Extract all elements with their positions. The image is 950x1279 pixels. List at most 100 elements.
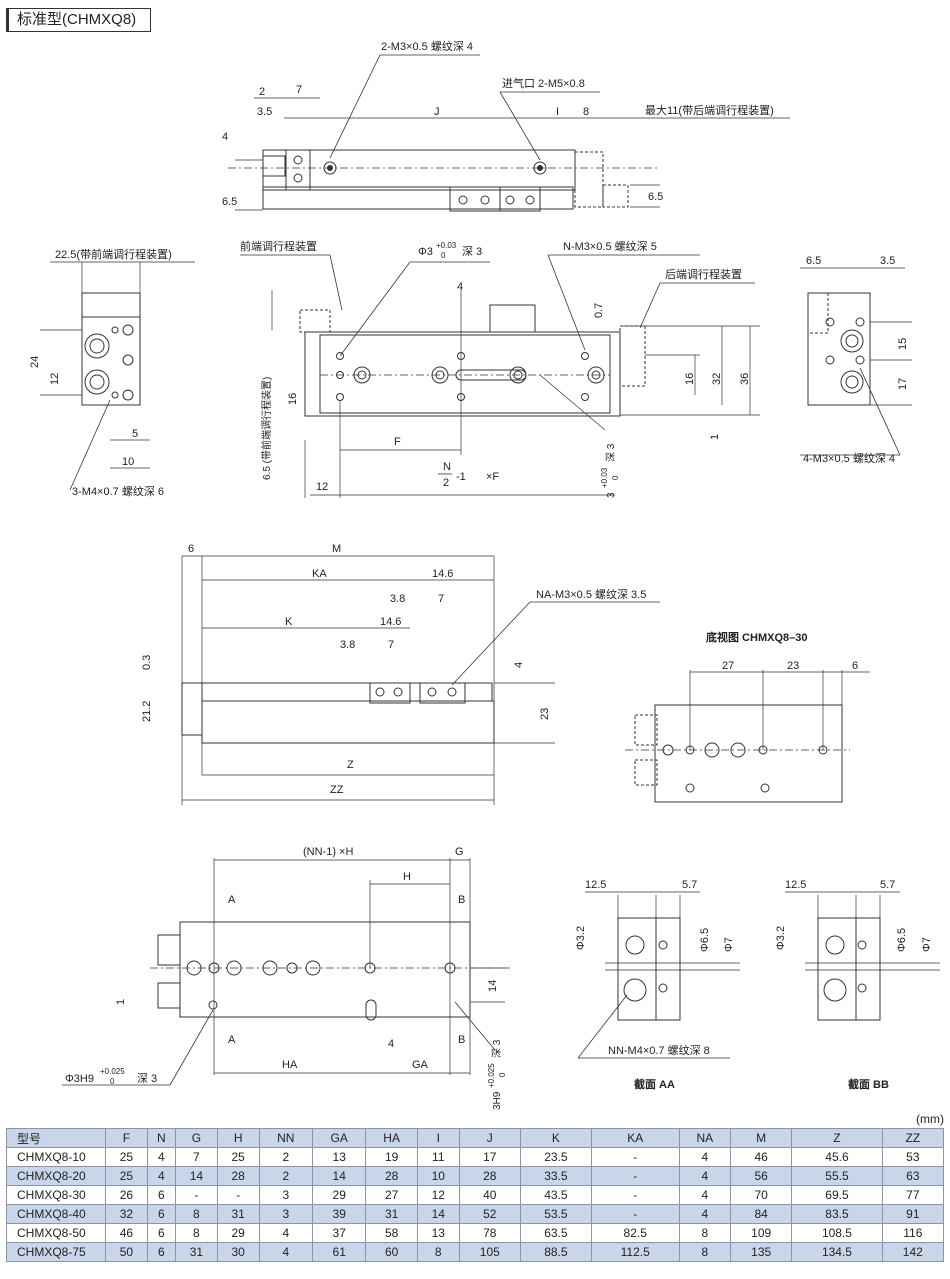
- table-cell: 6: [146, 1223, 176, 1243]
- dim-H: H: [403, 871, 411, 883]
- center-view-labels: 前端调行程装置 Φ3 +0.03 0 深 3 N-M3×0.5 螺纹深 5 后端…: [240, 239, 751, 498]
- table-cell: 46: [730, 1147, 793, 1167]
- dim-7: 7: [296, 84, 302, 96]
- top-side-view: [228, 54, 790, 212]
- table-cell: 83.5: [791, 1204, 883, 1224]
- table-cell: 8: [174, 1223, 218, 1243]
- dim-7-b: 7: [388, 639, 394, 651]
- unit-label: (mm): [916, 1112, 944, 1126]
- table-cell: 53.5: [519, 1204, 592, 1224]
- col-header: K: [519, 1128, 592, 1148]
- side-view-mkz: [181, 555, 660, 805]
- table-cell: 56: [730, 1166, 793, 1186]
- bottom-view-labels: 底视图 CHMXQ8–30 27 23 6: [706, 630, 858, 672]
- center-top-view: [240, 254, 760, 498]
- label-phi3h9-tol-low: 0: [110, 1077, 115, 1086]
- table-cell: -: [216, 1185, 260, 1205]
- spec-table: 型号 F N G H NN GA HA I J K KA NA M Z ZZ C…: [6, 1128, 945, 1262]
- col-header: ZZ: [881, 1128, 945, 1148]
- section-aa-view: [577, 891, 740, 1059]
- dim-23-bottom: 23: [787, 660, 799, 672]
- col-header: Z: [791, 1128, 883, 1148]
- label-h9-tol-up: +0.025: [487, 1063, 496, 1088]
- dim-1-nn: 1: [115, 999, 127, 1005]
- col-header: KA: [590, 1128, 680, 1148]
- dim-2: 2: [259, 86, 265, 98]
- table-cell: 30: [216, 1242, 260, 1262]
- table-cell: 4: [258, 1223, 314, 1243]
- col-header: HA: [365, 1128, 418, 1148]
- table-cell: 31: [174, 1242, 218, 1262]
- dim-12: 12: [49, 373, 61, 385]
- table-cell: 53: [881, 1147, 945, 1167]
- col-header: G: [174, 1128, 218, 1148]
- table-cell: 14: [174, 1166, 218, 1186]
- dim-K: K: [285, 616, 293, 628]
- label-rear-adj-device: 后端调行程装置: [665, 268, 742, 281]
- col-header: M: [730, 1128, 793, 1148]
- table-cell: 3: [258, 1185, 314, 1205]
- dim-phi3-2-bb: Φ3.2: [775, 926, 787, 950]
- dim-phi7-bb: Φ7: [921, 937, 933, 952]
- table-cell: 4: [678, 1204, 732, 1224]
- label-phi3-prefix: Φ3: [418, 246, 433, 258]
- dim-6-bottom: 6: [852, 660, 858, 672]
- table-cell: 25: [216, 1147, 260, 1167]
- nn-h-view: [62, 858, 510, 1086]
- table-cell: 135: [730, 1242, 793, 1262]
- table-cell: 33.5: [519, 1166, 592, 1186]
- dim-14-6-b: 14.6: [380, 616, 401, 628]
- table-cell: 4: [678, 1147, 732, 1167]
- dim-8: 8: [583, 106, 589, 118]
- table-cell: 6: [146, 1204, 176, 1224]
- dim-3-8-a: 3.8: [390, 593, 405, 605]
- dim-12-bottom: 12: [316, 481, 328, 493]
- table-cell: 46: [105, 1223, 148, 1243]
- table-cell: 84: [730, 1204, 793, 1224]
- table-cell: 29: [311, 1185, 367, 1205]
- table-cell: 17: [458, 1147, 521, 1167]
- dim-phi7-aa: Φ7: [723, 937, 735, 952]
- dim-phi6-5-aa: Φ6.5: [699, 928, 711, 952]
- table-cell: 105: [458, 1242, 521, 1262]
- dim-Z: Z: [347, 759, 354, 771]
- table-cell: 43.5: [519, 1185, 592, 1205]
- table-cell: -: [590, 1147, 680, 1167]
- dim-7-a: 7: [438, 593, 444, 605]
- dim-A-bottom: A: [228, 1034, 236, 1046]
- table-cell: 142: [881, 1242, 945, 1262]
- label-air-inlet: 进气口 2-M5×0.8: [502, 76, 585, 90]
- table-cell: 31: [216, 1204, 260, 1224]
- label-section-bb: 截面 BB: [848, 1077, 889, 1091]
- table-cell: 37: [311, 1223, 367, 1243]
- dim-B-bottom: B: [458, 1034, 465, 1046]
- table-cell: 50: [105, 1242, 148, 1262]
- label-right-thread: 4-M3×0.5 螺纹深 4: [803, 451, 895, 465]
- section-bb-labels: 12.5 5.7 Φ3.2 Φ6.5 Φ7 截面 BB: [775, 879, 933, 1091]
- label-phi3-tol-up: +0.03: [436, 241, 457, 250]
- label-na-thread: NA-M3×0.5 螺纹深 3.5: [536, 587, 646, 601]
- table-cell: 25: [105, 1147, 148, 1167]
- col-header: N: [146, 1128, 176, 1148]
- table-cell: 4: [678, 1166, 732, 1186]
- label-phi3h9-suffix: 深 3: [137, 1072, 157, 1085]
- label-phi3h9-tol-up: +0.025: [100, 1067, 125, 1076]
- model-cell: CHMXQ8-10: [6, 1147, 106, 1167]
- table-cell: 6: [146, 1185, 176, 1205]
- page-title: 标准型(CHMXQ8): [6, 8, 152, 32]
- dim-5: 5: [132, 428, 138, 440]
- left-end-view: [40, 261, 195, 491]
- dim-14-6-a: 14.6: [432, 568, 453, 580]
- table-cell: 14: [416, 1204, 460, 1224]
- table-cell: 58: [365, 1223, 418, 1243]
- table-cell: 19: [365, 1147, 418, 1167]
- table-cell: 112.5: [590, 1242, 680, 1262]
- label-phi3h9-prefix: Φ3H9: [65, 1073, 94, 1085]
- label-h9-vertical: 3H9: [492, 1091, 503, 1110]
- dim-4: 4: [222, 131, 228, 143]
- dim-5-7-aa: 5.7: [682, 879, 697, 891]
- dim-ZZ: ZZ: [330, 784, 344, 796]
- table-cell: 60: [365, 1242, 418, 1262]
